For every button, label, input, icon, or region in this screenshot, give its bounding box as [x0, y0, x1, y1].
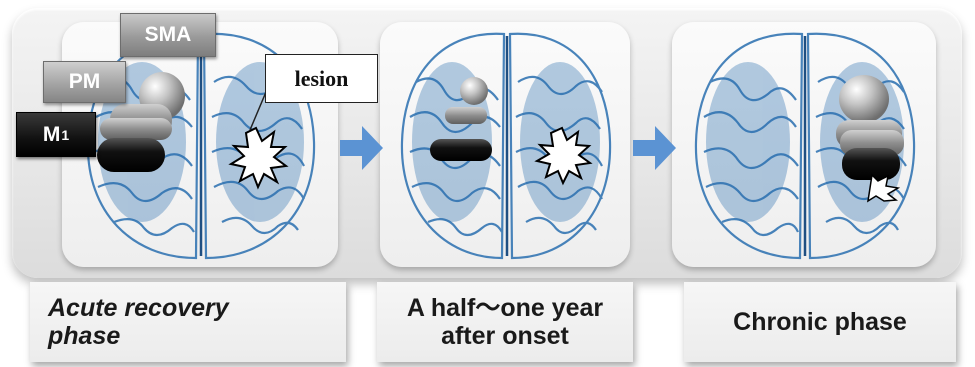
- lesion-label: lesion: [265, 54, 378, 103]
- m1-label-subscript: 1: [61, 127, 69, 143]
- caption-half-year: A half～one year after onset: [377, 282, 633, 362]
- caption-chronic-text: Chronic phase: [715, 308, 925, 336]
- caption-line: after onset: [407, 322, 603, 350]
- caption-acute: Acute recovery phase: [30, 282, 346, 362]
- m1-label-text: M: [43, 123, 61, 147]
- caption-line: Acute recovery: [48, 294, 229, 322]
- brain-image: [672, 22, 936, 267]
- brain-image: [380, 22, 630, 267]
- m1-label: M1: [16, 112, 96, 157]
- pm-label: PM: [43, 61, 126, 103]
- caption-half-year-text: A half～one year after onset: [389, 294, 621, 350]
- sma-label: SMA: [120, 13, 216, 57]
- caption-acute-text: Acute recovery phase: [30, 294, 247, 350]
- panel-half-year: [380, 22, 630, 267]
- caption-line: phase: [48, 322, 229, 350]
- caption-line: A half～one year: [407, 294, 603, 322]
- caption-chronic: Chronic phase: [684, 282, 956, 362]
- panel-chronic: [672, 22, 936, 267]
